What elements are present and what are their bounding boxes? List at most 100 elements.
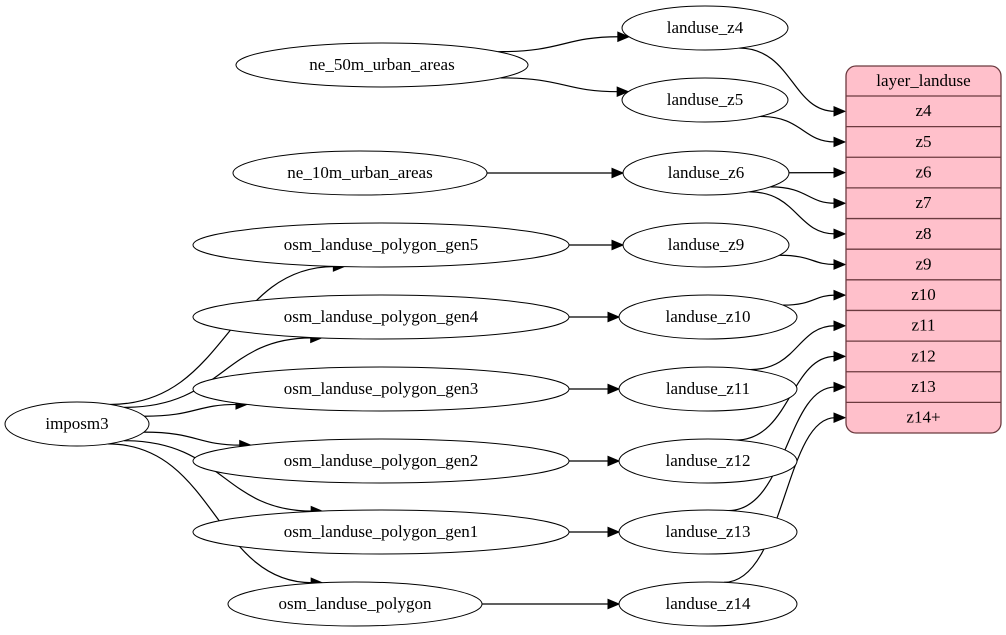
arrow-head [607,598,621,610]
node-landuse_z5[interactable]: landuse_z5 [621,77,789,123]
edge-landuse_z6-to-z7 [770,186,836,204]
table-row-z12[interactable]: z12 [911,346,936,365]
node-label: landuse_z13 [666,522,751,541]
table-row-z5[interactable]: z5 [915,132,931,151]
arrow-head [833,259,847,270]
table-row-z14+[interactable]: z14+ [906,408,940,427]
node-label: landuse_z12 [666,451,751,470]
table-row-z6[interactable]: z6 [915,162,931,181]
node-imposm3[interactable]: imposm3 [4,401,150,447]
arrow-head [833,351,847,362]
node-label: osm_landuse_polygon_gen4 [284,307,479,326]
node-shape [621,77,789,123]
node-shape [192,509,570,555]
edge-landuse_z10-to-z10 [782,294,836,306]
table-row-z13[interactable]: z13 [911,377,936,396]
arrow-head [616,86,630,98]
node-landuse_z9[interactable]: landuse_z9 [622,222,790,268]
arrow-head [833,136,847,148]
arrow-head [607,526,621,538]
edge-landuse_z5-to-z5 [760,115,836,143]
node-shape [232,150,488,196]
edge-imposm3-to-osm_landuse_polygon_gen2 [143,431,241,446]
arrow-head [617,31,631,43]
node-osm_landuse_polygon_gen1[interactable]: osm_landuse_polygon_gen1 [192,509,570,555]
table-row-z10[interactable]: z10 [911,285,936,304]
node-osm_landuse_polygon_gen3[interactable]: osm_landuse_polygon_gen3 [192,366,570,412]
edge-imposm3-to-osm_landuse_polygon_gen5 [110,265,335,406]
node-landuse_z11[interactable]: landuse_z11 [618,366,798,412]
arrow-head [833,320,847,332]
node-label: osm_landuse_polygon [279,594,432,613]
node-label: landuse_z14 [666,594,751,613]
edge-landuse_z9-to-z9 [779,254,836,266]
arrow-head [611,239,625,251]
node-landuse_z12[interactable]: landuse_z12 [618,438,798,484]
node-osm_landuse_polygon_gen2[interactable]: osm_landuse_polygon_gen2 [192,438,570,484]
table-row-z4[interactable]: z4 [915,101,932,120]
arrow-head [833,105,847,117]
node-ne_50m_urban_areas[interactable]: ne_50m_urban_areas [235,42,529,88]
edge-landuse_z13-to-z13 [728,386,836,512]
node-label: ne_50m_urban_areas [309,55,454,74]
node-label: landuse_z6 [668,163,744,182]
node-osm_landuse_polygon_gen4[interactable]: osm_landuse_polygon_gen4 [192,294,570,340]
node-landuse_z10[interactable]: landuse_z10 [618,294,798,340]
table-row-z9[interactable]: z9 [915,254,931,273]
arrow-head [833,167,847,178]
node-label: imposm3 [45,414,108,433]
nodes-layer: imposm3 ne_50m_urban_areas ne_10m_urban_ar… [4,5,798,627]
table-header-label: layer_landuse [876,71,970,90]
node-shape [235,42,529,88]
arrow-head [833,197,847,209]
node-label: landuse_z5 [667,90,743,109]
node-osm_landuse_polygon_gen5[interactable]: osm_landuse_polygon_gen5 [192,222,570,268]
edge-ne_50m_urban_areas-to-landuse_z5 [500,77,619,93]
edge-imposm3-to-osm_landuse_polygon_gen4 [124,337,312,408]
node-label: landuse_z11 [666,379,750,398]
table-row-z11[interactable]: z11 [912,316,936,335]
edge-imposm3-to-osm_landuse_polygon [107,443,313,584]
edge-imposm3-to-osm_landuse_polygon_gen3 [144,403,237,417]
edge-ne_50m_urban_areas-to-landuse_z4 [498,36,619,53]
node-shape [618,366,798,412]
node-shape [622,222,790,268]
node-shape [192,366,570,412]
node-label: ne_10m_urban_areas [287,163,432,182]
node-osm_landuse_polygon[interactable]: osm_landuse_polygon [227,581,483,627]
node-shape [192,222,570,268]
arrow-head [833,381,847,393]
node-label: osm_landuse_polygon_gen1 [284,522,479,541]
arrow-head [607,383,621,395]
table-row-z8[interactable]: z8 [915,224,931,243]
node-label: landuse_z9 [668,235,744,254]
arrow-head [607,455,621,467]
node-landuse_z13[interactable]: landuse_z13 [618,509,798,555]
node-label: osm_landuse_polygon_gen5 [284,235,479,254]
node-shape [618,581,798,627]
node-landuse_z6[interactable]: landuse_z6 [622,150,790,196]
node-ne_10m_urban_areas[interactable]: ne_10m_urban_areas [232,150,488,196]
arrow-head [833,289,847,301]
node-label: landuse_z4 [667,18,744,37]
table-row-z7[interactable]: z7 [915,193,932,212]
arrow-head [833,228,847,240]
node-label: osm_landuse_polygon_gen2 [284,451,479,470]
edge-landuse_z11-to-z11 [750,325,836,371]
node-shape [227,581,483,627]
node-shape [618,294,798,340]
node-shape [618,438,798,484]
node-label: landuse_z10 [666,307,751,326]
node-shape [192,294,570,340]
edge-imposm3-to-osm_landuse_polygon_gen1 [123,440,313,512]
edge-landuse_z6-to-z8 [749,191,836,235]
node-landuse_z4[interactable]: landuse_z4 [621,5,789,51]
layer-landuse-table: layer_landuse z4 z5 z6 z7 z8 z9 z10 z11 z12 z13 z14… [845,65,1002,434]
arrow-head [833,412,847,424]
edge-landuse_z14-to-z14+ [724,417,836,583]
arrow-head [607,311,621,323]
node-label: osm_landuse_polygon_gen3 [284,379,479,398]
node-landuse_z14[interactable]: landuse_z14 [618,581,798,627]
